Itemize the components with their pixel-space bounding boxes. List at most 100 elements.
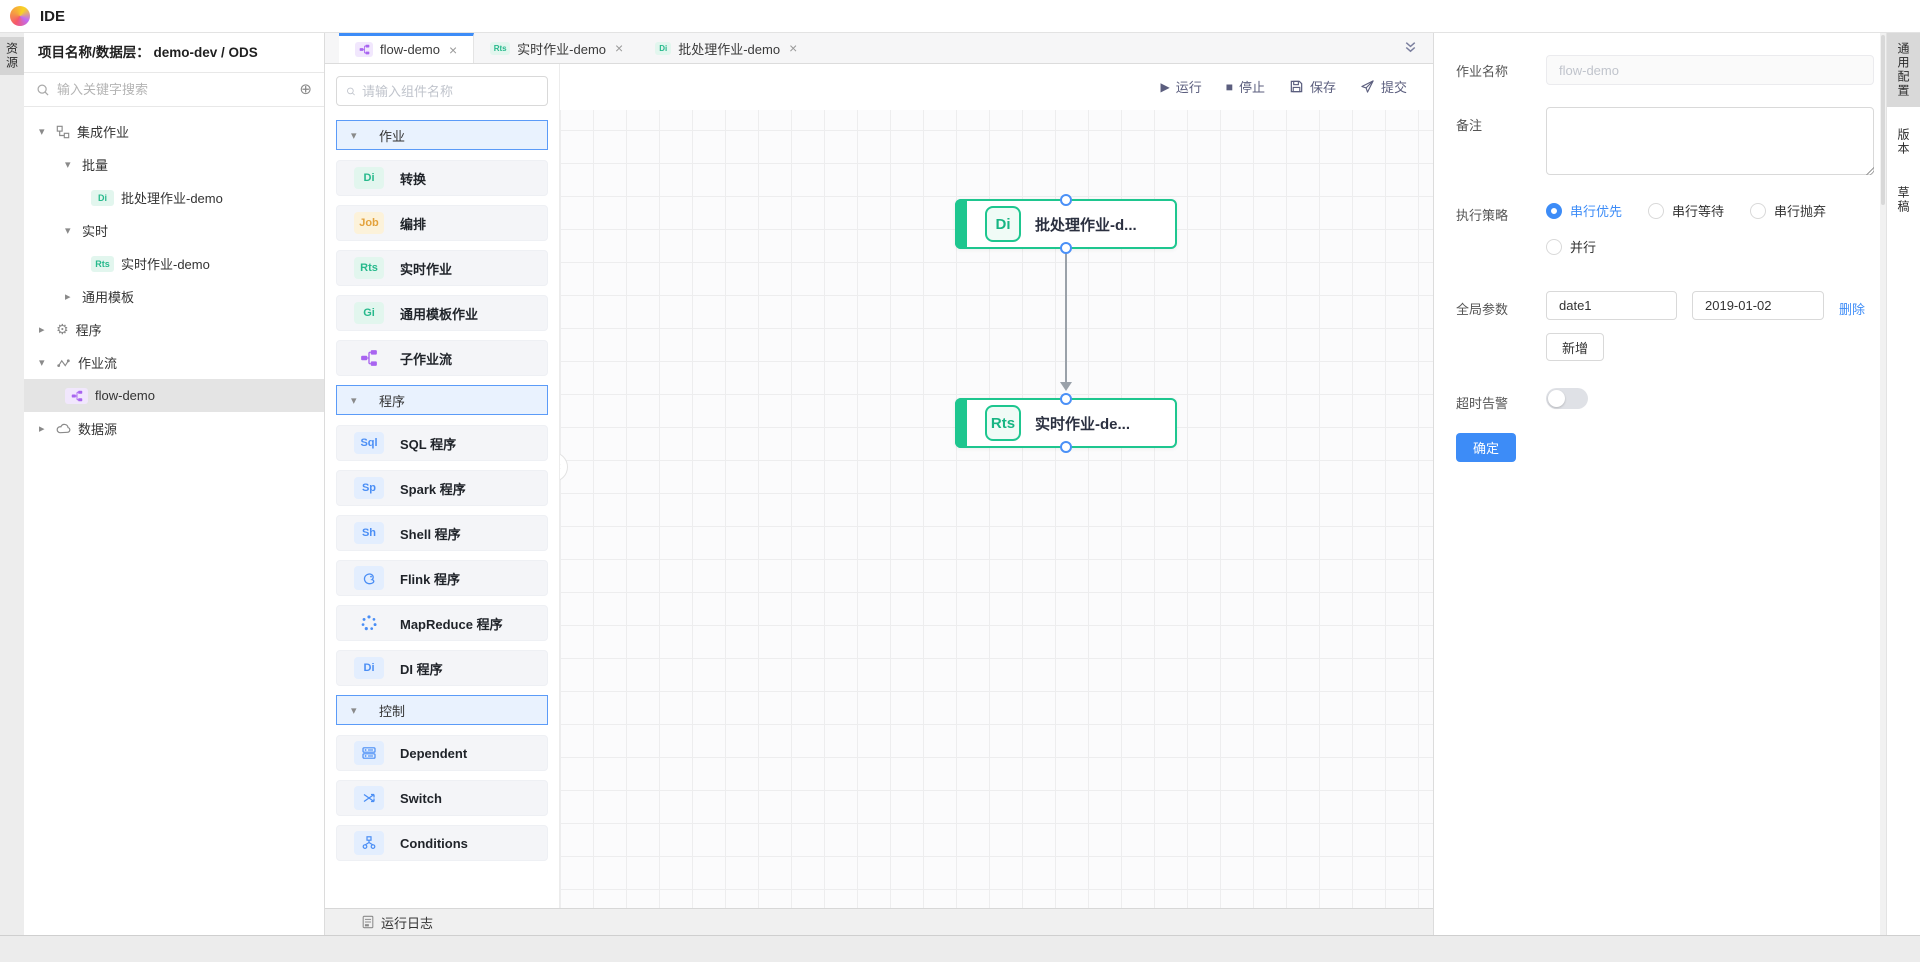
input-port[interactable] — [1060, 393, 1072, 405]
tree-item-template[interactable]: ▸ 通用模板 — [24, 280, 324, 313]
palette-search-input[interactable] — [362, 83, 538, 99]
run-button[interactable]: ▶ 运行 — [1160, 77, 1201, 96]
tab-flow-demo[interactable]: flow-demo × — [339, 33, 475, 63]
param-value-input[interactable] — [1692, 291, 1824, 320]
right-strip: 通用配置 版本 草稿 — [1886, 33, 1920, 935]
delete-param-link[interactable]: 删除 — [1839, 302, 1866, 317]
palette-item-realtime-job[interactable]: Rts 实时作业 — [336, 250, 548, 286]
caret-down-icon[interactable]: ▾ — [65, 225, 71, 237]
tree-item-flow-demo[interactable]: flow-demo — [24, 379, 324, 412]
close-icon[interactable]: × — [448, 41, 458, 58]
submit-label: 提交 — [1380, 80, 1407, 95]
tree-item-label: flow-demo — [95, 388, 155, 403]
output-port[interactable] — [1060, 441, 1072, 453]
run-log-bar[interactable]: 运行日志 — [325, 908, 1433, 935]
output-port[interactable] — [1060, 242, 1072, 254]
datasource-icon — [56, 423, 71, 434]
section-header-control[interactable]: ▾ 控制 — [336, 695, 548, 725]
radio-serial-wait[interactable]: 串行等待 — [1648, 201, 1724, 220]
palette-item-di[interactable]: Di DI 程序 — [336, 650, 548, 686]
close-icon[interactable]: × — [615, 40, 624, 56]
caret-right-icon[interactable]: ▸ — [39, 324, 45, 336]
add-param-button[interactable]: 新增 — [1546, 333, 1604, 361]
caret-down-icon[interactable]: ▾ — [39, 357, 45, 369]
collapse-palette-handle[interactable]: ‹ — [560, 452, 568, 482]
tree-item-label: 批量 — [82, 158, 109, 173]
spark-badge: Sp — [354, 477, 384, 499]
input-port[interactable] — [1060, 194, 1072, 206]
section-header-program[interactable]: ▾ 程序 — [336, 385, 548, 415]
di-badge: Di — [985, 206, 1021, 242]
remark-textarea[interactable] — [1546, 107, 1874, 175]
node-batch-job[interactable]: Di 批处理作业-d... — [955, 194, 1177, 254]
radio-parallel[interactable]: 并行 — [1546, 237, 1596, 256]
palette-item-subflow[interactable]: 子作业流 — [336, 340, 548, 376]
palette-item-transform[interactable]: Di 转换 — [336, 160, 548, 196]
palette-item-conditions[interactable]: Conditions — [336, 825, 548, 861]
config-panel: 作业名称 备注 执行策略 串行优先 串行等待 串行抛弃 并行 全局参数 删除 新… — [1433, 33, 1886, 935]
submit-button[interactable]: 提交 — [1360, 77, 1407, 96]
confirm-button[interactable]: 确定 — [1456, 433, 1516, 462]
scrollbar-thumb[interactable] — [1881, 35, 1885, 205]
editor-tab-bar: flow-demo × Rts 实时作业-demo × Di 批处理作业-dem… — [325, 33, 1433, 64]
tab-label: flow-demo — [380, 42, 440, 57]
tab-general-config[interactable]: 通用配置 — [1887, 33, 1920, 107]
di-badge: Di — [354, 167, 384, 189]
tree-item-datasource[interactable]: ▸ 数据源 — [24, 412, 324, 445]
tree-item-realtime-group[interactable]: ▾ 实时 — [24, 214, 324, 247]
radio-serial-priority[interactable]: 串行优先 — [1546, 201, 1622, 220]
rts-badge: Rts — [91, 255, 114, 272]
flow-canvas[interactable]: ▶ 运行 ■ 停止 保存 提交 ‹ — [560, 64, 1433, 908]
locate-icon[interactable]: ⊕ — [299, 81, 312, 98]
caret-down-icon[interactable]: ▾ — [39, 126, 45, 138]
palette-item-dependent[interactable]: Dependent — [336, 735, 548, 771]
subflow-icon — [355, 42, 373, 57]
hierarchy-icon — [56, 125, 70, 138]
tree-item-realtime-job[interactable]: Rts 实时作业-demo — [24, 247, 324, 280]
shell-badge: Sh — [354, 522, 384, 544]
tab-draft[interactable]: 草稿 — [1887, 177, 1920, 223]
caret-right-icon[interactable]: ▸ — [39, 423, 45, 435]
palette-item-template-job[interactable]: Gi 通用模板作业 — [336, 295, 548, 331]
conditions-icon — [354, 831, 384, 855]
save-button[interactable]: 保存 — [1289, 77, 1336, 96]
panel-scrollbar[interactable] — [1880, 33, 1886, 935]
tree-item-program[interactable]: ▸ ⚙ 程序 — [24, 313, 324, 346]
palette-item-label: 通用模板作业 — [400, 306, 479, 322]
submit-icon — [1361, 80, 1374, 93]
job-name-input[interactable] — [1546, 55, 1874, 85]
di-badge: Di — [354, 657, 384, 679]
tab-batch-job[interactable]: Di 批处理作业-demo × — [639, 33, 813, 63]
palette-item-sql[interactable]: Sql SQL 程序 — [336, 425, 548, 461]
resources-tab[interactable]: 资源 — [0, 37, 24, 75]
param-key-input[interactable] — [1546, 291, 1677, 320]
palette-item-spark[interactable]: Sp Spark 程序 — [336, 470, 548, 506]
node-realtime-job[interactable]: Rts 实时作业-de... — [955, 393, 1177, 453]
palette-item-shell[interactable]: Sh Shell 程序 — [336, 515, 548, 551]
palette-item-orchestrate[interactable]: Job 编排 — [336, 205, 548, 241]
tree-item-flow-group[interactable]: ▾ 作业流 — [24, 346, 324, 379]
collapse-tabs-icon[interactable] — [1402, 39, 1419, 56]
caret-right-icon[interactable]: ▸ — [65, 291, 71, 303]
palette-item-switch[interactable]: Switch — [336, 780, 548, 816]
project-header-label: 项目名称/数据层： — [38, 45, 150, 60]
timeout-toggle[interactable] — [1546, 388, 1588, 409]
section-header-job[interactable]: ▾ 作业 — [336, 120, 548, 150]
tree-item-integration[interactable]: ▾ 集成作业 — [24, 115, 324, 148]
stop-button[interactable]: ■ 停止 — [1226, 77, 1265, 96]
palette-item-flink[interactable]: Flink 程序 — [336, 560, 548, 596]
tree-item-batch-group[interactable]: ▾ 批量 — [24, 148, 324, 181]
resize-grip-icon[interactable] — [1866, 167, 1874, 175]
palette-item-label: 子作业流 — [400, 351, 453, 367]
close-icon[interactable]: × — [789, 40, 798, 56]
remark-label: 备注 — [1456, 118, 1483, 133]
palette-item-label: MapReduce 程序 — [400, 616, 503, 632]
radio-serial-discard[interactable]: 串行抛弃 — [1750, 201, 1826, 220]
tab-version[interactable]: 版本 — [1887, 119, 1920, 165]
toggle-knob — [1548, 390, 1565, 407]
palette-item-mapreduce[interactable]: MapReduce 程序 — [336, 605, 548, 641]
caret-down-icon[interactable]: ▾ — [65, 159, 71, 171]
sidebar-search-input[interactable] — [57, 82, 293, 97]
tab-realtime-job[interactable]: Rts 实时作业-demo × — [474, 33, 639, 63]
tree-item-batch-job[interactable]: Di 批处理作业-demo — [24, 181, 324, 214]
